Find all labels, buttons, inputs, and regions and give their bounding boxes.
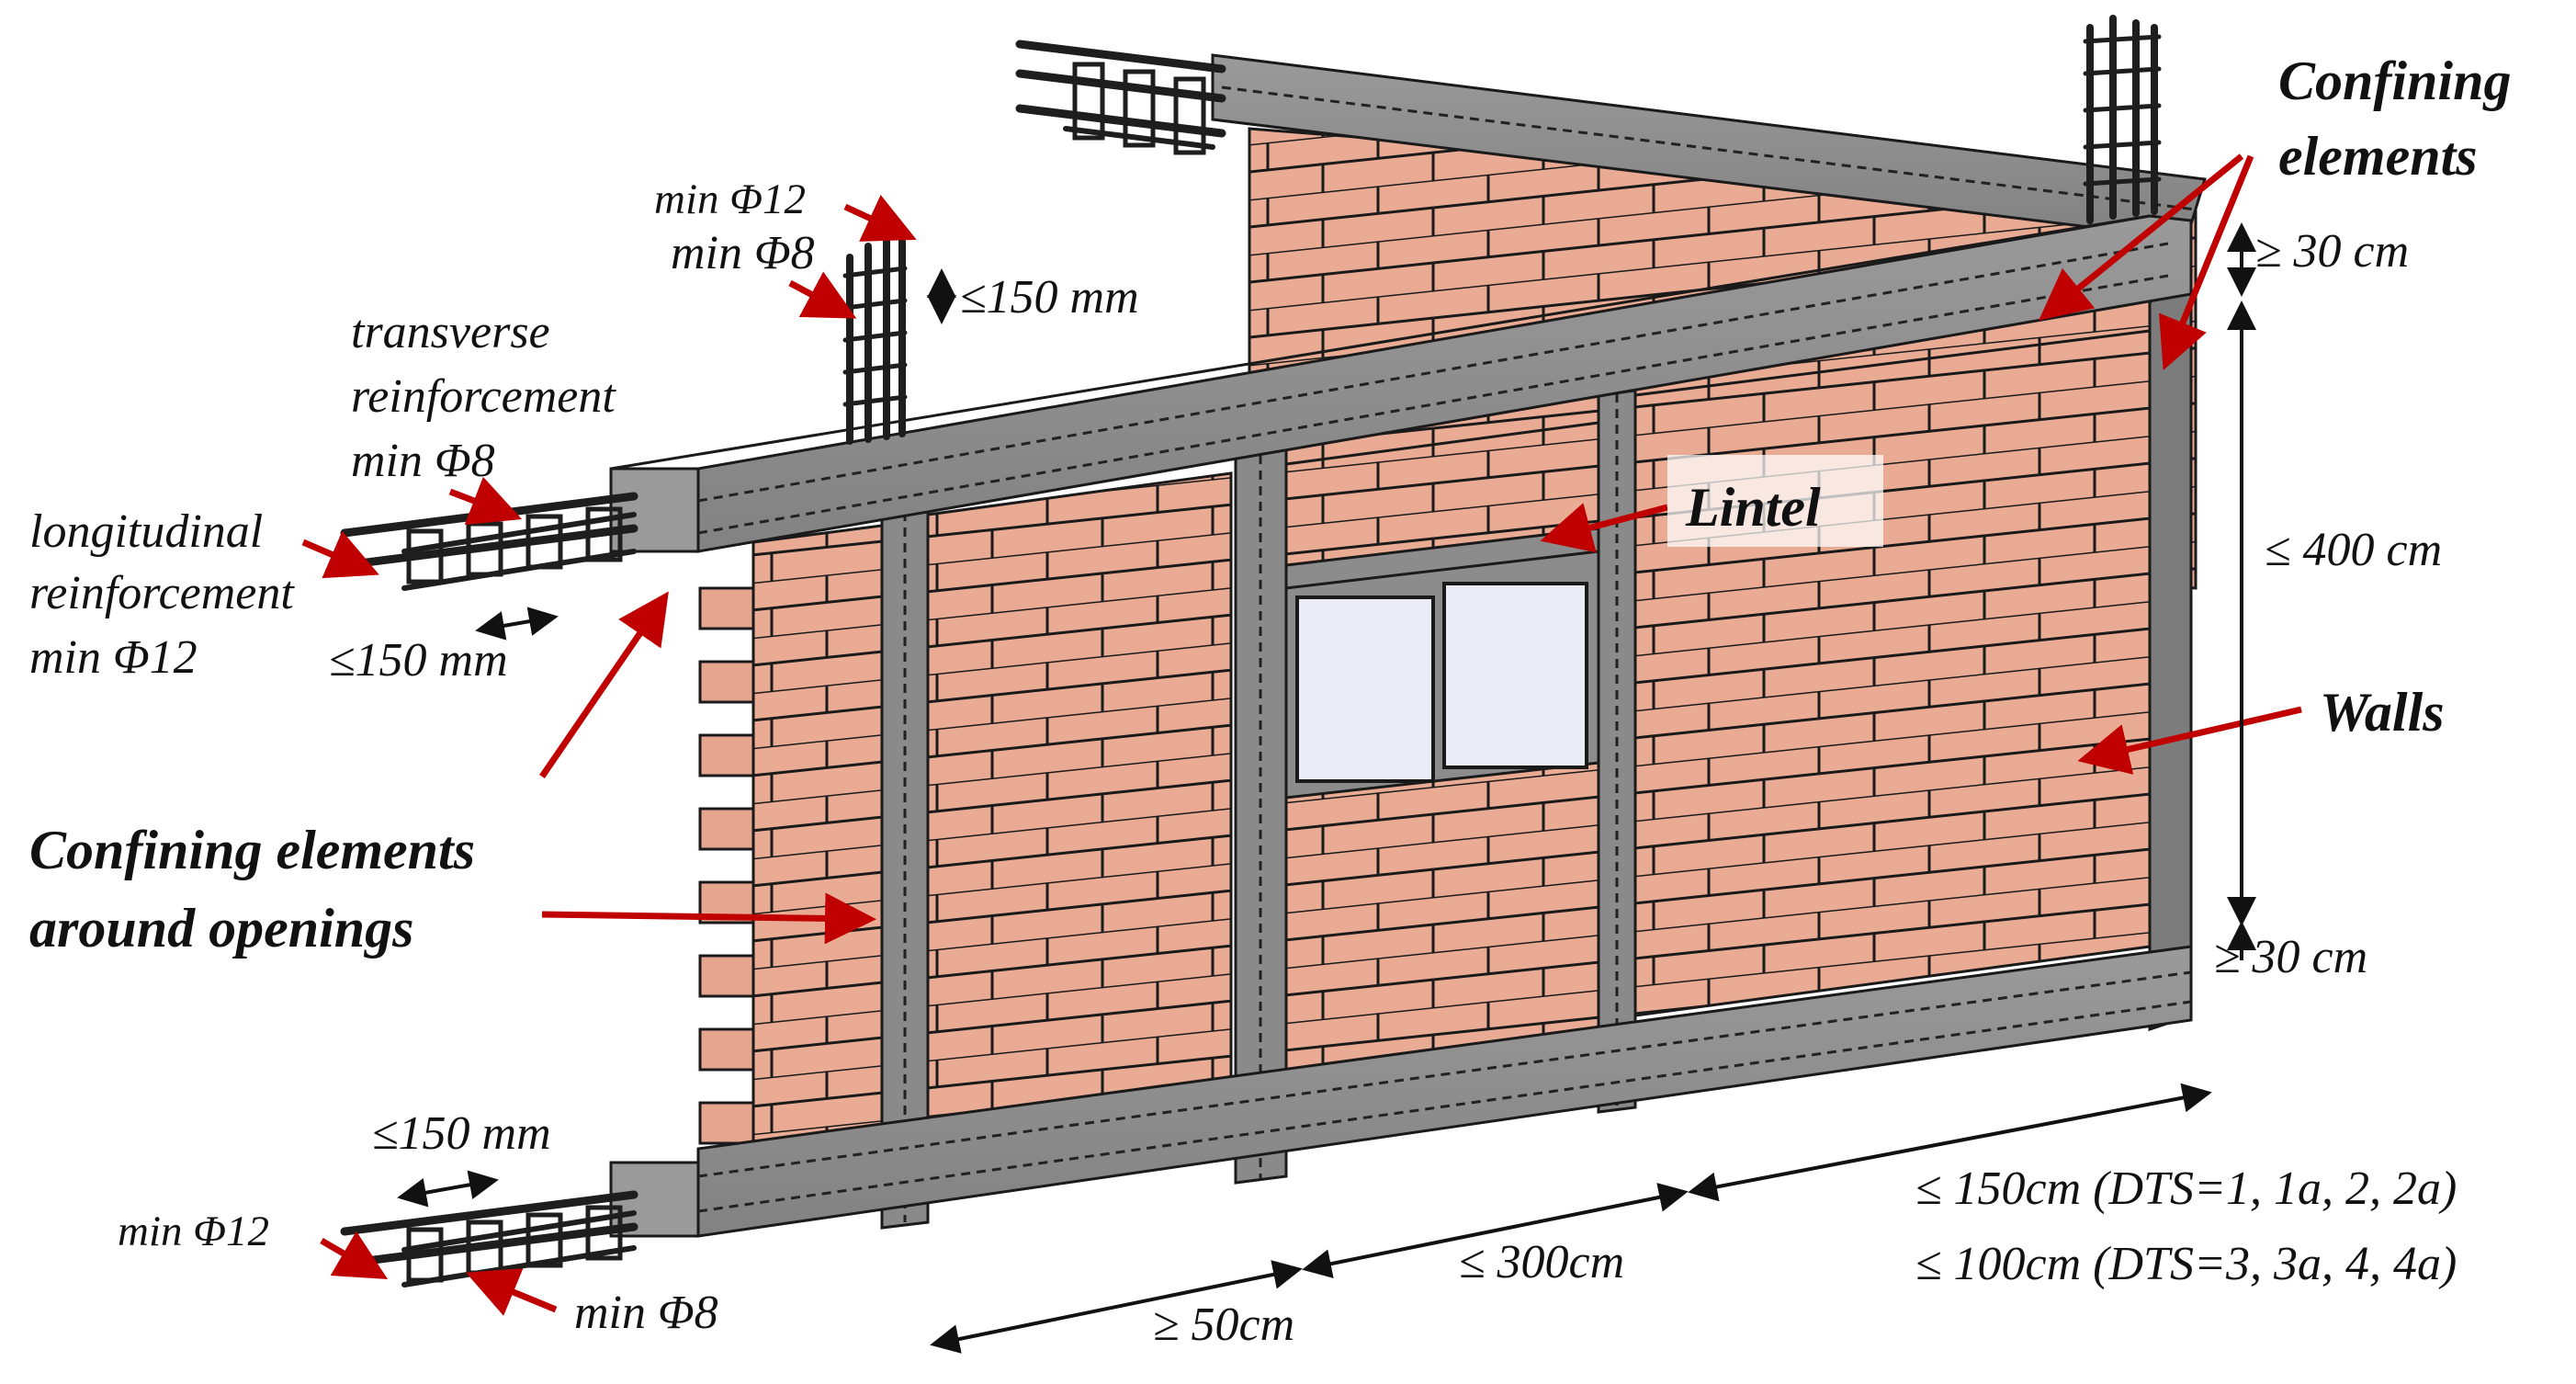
label-wall-height: ≤ 400 cm xyxy=(2265,524,2442,576)
window-pane-left xyxy=(1295,596,1435,783)
arrow-top-phi8 xyxy=(788,271,857,319)
arrow-top-phi12 xyxy=(843,194,917,242)
label-confining-openings-2: around openings xyxy=(29,898,413,959)
label-longitudinal-2: reinforcement xyxy=(29,567,295,619)
arrow-lintel xyxy=(1540,503,1668,553)
bottom-beam-end-face xyxy=(609,1161,700,1238)
arrow-longitudinal xyxy=(301,530,379,579)
dim-arrow-150 xyxy=(1688,1083,2212,1202)
label-bottom-min-phi12: min Φ12 xyxy=(118,1208,269,1255)
label-confining-elements-2: elements xyxy=(2278,126,2478,187)
arrow-bottom-phi8 xyxy=(466,1268,558,1316)
label-top-spacing: ≤150 mm xyxy=(960,271,1139,323)
dim-arrow-300 xyxy=(1302,1183,1689,1278)
lintel-label-box xyxy=(1667,455,1883,547)
top-beam-end-face xyxy=(609,467,700,553)
window-pane-right xyxy=(1442,582,1588,769)
dimension-arrows xyxy=(397,222,2256,1354)
front-wall-bricks-left xyxy=(751,522,898,1169)
label-confining-openings-1: Confining elements xyxy=(29,820,475,880)
rebar-group xyxy=(340,15,2162,1288)
toothed-edge xyxy=(698,586,755,1145)
label-top-min-phi8: min Φ8 xyxy=(671,227,815,279)
label-beam-depth-top: ≥ 30 cm xyxy=(2255,225,2409,278)
arrow-confining-column xyxy=(2158,154,2254,370)
arrow-confining-openings-right xyxy=(541,892,876,945)
label-confining-elements-1: Confining xyxy=(2278,51,2511,111)
label-beam-depth-bottom: ≥ 30 cm xyxy=(2214,931,2367,983)
dim-arrow-left-spacing xyxy=(475,607,559,641)
rebar-cage-column-corner xyxy=(2083,15,2162,224)
label-dim-150: ≤ 150cm (DTS=1, 1a, 2, 2a) xyxy=(1915,1163,2457,1215)
window xyxy=(1284,545,1600,800)
arrow-transverse xyxy=(448,476,523,526)
wall-panel-1 xyxy=(926,471,1233,1141)
rebar-cage-column-top xyxy=(842,233,908,445)
dim-arrow-bottom-spacing xyxy=(397,1170,499,1208)
red-arrows xyxy=(301,153,2302,1316)
wall-panel-3 xyxy=(1633,329,2152,1017)
label-transverse-2: reinforcement xyxy=(351,370,616,423)
label-top-min-phi12: min Φ12 xyxy=(654,176,806,223)
arrow-bottom-phi12 xyxy=(320,1231,389,1280)
arrow-confining-openings-up xyxy=(539,591,669,778)
label-transverse-3: min Φ8 xyxy=(351,435,495,487)
label-left-spacing: ≤150 mm xyxy=(329,634,508,686)
label-dim-50: ≥ 50cm xyxy=(1153,1299,1294,1351)
label-dim-100: ≤ 100cm (DTS=3, 3a, 4, 4a) xyxy=(1915,1238,2457,1290)
label-transverse-1: transverse xyxy=(351,306,550,358)
label-longitudinal-3: min Φ12 xyxy=(29,631,198,684)
rebar-cage-top-back xyxy=(1015,40,1226,155)
tie-column-4 xyxy=(2148,220,2193,1032)
dim-arrow-50 xyxy=(930,1260,1303,1354)
front-wall xyxy=(609,214,2193,1238)
label-longitudinal-1: longitudinal xyxy=(29,505,263,558)
label-bottom-min-phi8: min Φ8 xyxy=(574,1287,718,1339)
label-bottom-spacing: ≤150 mm xyxy=(372,1107,551,1160)
label-walls: Walls xyxy=(2320,682,2445,743)
lintel-beam xyxy=(1284,527,1600,590)
arrow-walls xyxy=(2077,706,2302,775)
arrow-confining-top xyxy=(2039,153,2244,321)
wall-panel-2-lower xyxy=(1284,756,1600,1077)
label-dim-300: ≤ 300cm xyxy=(1459,1236,1624,1288)
labels: Confining elements Confining elements ar… xyxy=(29,51,2511,1351)
rebar-cage-bottom-left xyxy=(340,1190,638,1288)
label-lintel: Lintel xyxy=(1685,477,1821,538)
